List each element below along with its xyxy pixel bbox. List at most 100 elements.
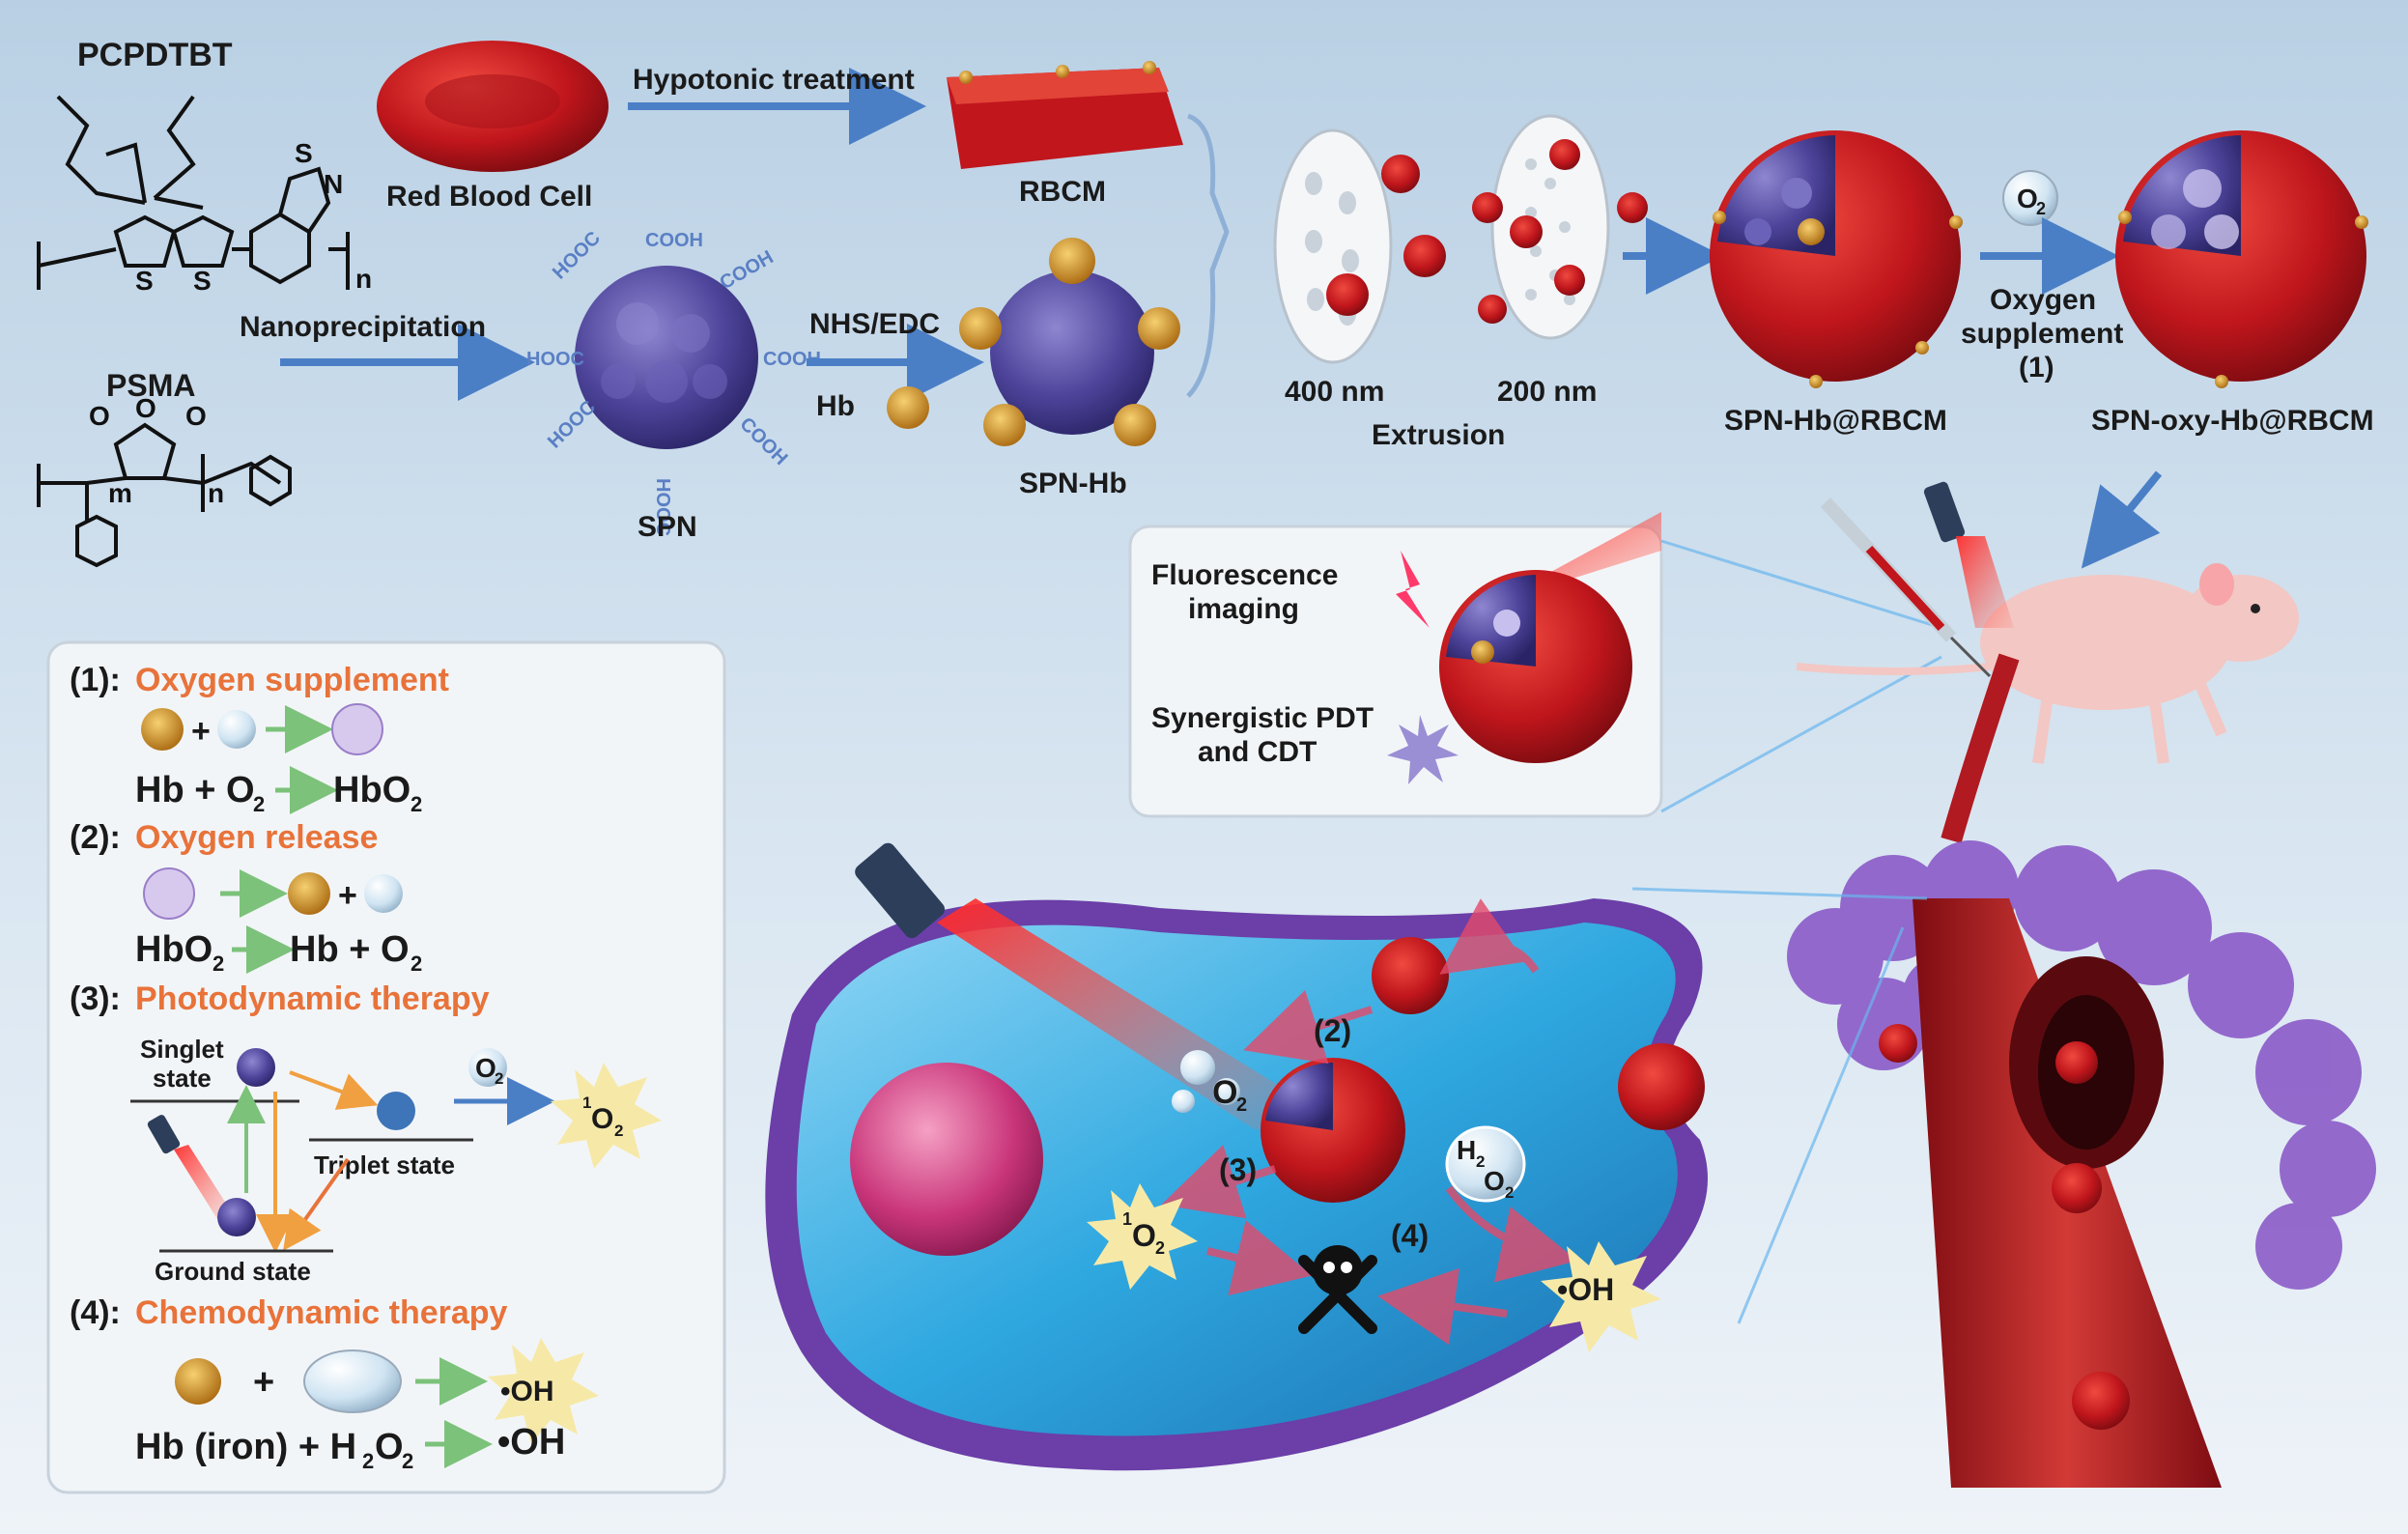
h2o2-sub1: 2: [1476, 1152, 1485, 1171]
psma-structure: PSMA O O O m n: [37, 368, 292, 568]
nanoprecipitation-label: Nanoprecipitation: [240, 311, 486, 343]
cell-particle-1: [1372, 937, 1449, 1014]
spn-hb-particle: SPN-Hb: [959, 238, 1180, 499]
legend-s4-eq-sub: 2: [362, 1449, 374, 1473]
spn-label: SPN: [637, 511, 697, 543]
cell-step-2: (2): [1314, 1013, 1351, 1048]
legend-ground-icon: [217, 1198, 256, 1236]
oxygen-supplement-step: O 2 Oxygen supplement (1): [1961, 170, 2123, 384]
legend-s2-hb-icon: [288, 872, 330, 915]
h2o2-o: O: [1484, 1166, 1505, 1196]
hb-molecule-icon: [887, 386, 929, 429]
legend-s2-prod-sub: 2: [411, 952, 422, 976]
o2-bubble-label: O: [2017, 184, 2038, 213]
legend-hbo2-icon: [331, 703, 383, 755]
legend-s1-title: Oxygen supplement: [135, 662, 449, 698]
legend-s1-plus: +: [191, 713, 211, 750]
cell-step-4: (4): [1391, 1218, 1429, 1253]
legend-s3-title: Photodynamic therapy: [135, 980, 490, 1017]
spn-hb-label: SPN-Hb: [1019, 468, 1127, 499]
legend-s2-prod: Hb + O: [290, 929, 410, 970]
legend-s2-hbo2-icon: [143, 867, 195, 920]
legend-s4-num: (4):: [70, 1294, 121, 1331]
pore-400-label: 400 nm: [1285, 376, 1384, 408]
s-atom-1: S: [135, 266, 154, 296]
cell-particle-2: [1618, 1043, 1705, 1130]
legend-s1-num: (1):: [70, 662, 121, 698]
h2o2-h: H: [1457, 1135, 1476, 1165]
rbcm-membrane: RBCM: [947, 61, 1183, 208]
legend-singlet-icon: [237, 1048, 275, 1087]
syringe-icon: [1820, 497, 1992, 678]
cell-step-3: (3): [1219, 1152, 1257, 1187]
merge-bracket: [1186, 113, 1230, 398]
therapy-star-icon: [1387, 715, 1459, 784]
o-atom-3: O: [185, 401, 207, 431]
cell-oh-text: •OH: [1557, 1272, 1614, 1307]
legend-laser-icon: [147, 1115, 181, 1154]
legend-o2-icon: [217, 710, 256, 749]
legend-s2-o2-icon: [364, 874, 403, 913]
legend-s1-eq-sub: 2: [253, 792, 265, 816]
oxygen-line1: Oxygen: [1990, 284, 2096, 316]
pcpdtbt-n: n: [355, 264, 372, 294]
legend-singlet-star: [551, 1063, 662, 1169]
cell-particle-main: [1261, 1058, 1405, 1203]
oxygen-line2: supplement: [1961, 318, 2123, 350]
legend-s3-o2-bubble: [468, 1048, 507, 1087]
pore-200-label: 200 nm: [1497, 376, 1597, 408]
spn-hb-rbcm-label: SPN-Hb@RBCM: [1724, 405, 1947, 437]
psma-n: n: [208, 478, 224, 508]
o-atom-2: O: [135, 393, 156, 423]
legend-hb-icon: [141, 708, 184, 751]
legend-s3-o2: O: [475, 1053, 496, 1083]
synergistic-line1: Synergistic PDT: [1151, 702, 1374, 734]
cell-singlet-oxygen: 1 O 2: [1087, 1183, 1198, 1290]
cell-1o2-o: O: [1132, 1218, 1156, 1253]
legend-s4-title: Chemodynamic therapy: [135, 1294, 508, 1331]
h2o2-sub2: 2: [1505, 1183, 1514, 1202]
cell-o2-sub: 2: [1236, 1094, 1247, 1116]
spn-hooc-4: HOOC: [652, 478, 673, 536]
legend-s1-prod: HbO: [333, 770, 411, 810]
spn-hooc-2: HOOC: [526, 349, 584, 370]
spn-oxy-hb-rbcm-label: SPN-oxy-Hb@RBCM: [2091, 405, 2374, 437]
legend-panel: (1): Oxygen supplement + Hb + O 2 HbO 2 …: [46, 640, 726, 1494]
mouse-illustration: [1796, 563, 2299, 764]
spn-oxy-hb-rbcm-particle: SPN-oxy-Hb@RBCM: [2091, 130, 2374, 437]
legend-1o2-sup: 1: [582, 1094, 591, 1112]
skull-crossbones-icon: [1298, 1245, 1377, 1334]
psma-label: PSMA: [106, 368, 195, 403]
legend-s4-eq-end: O: [375, 1427, 404, 1467]
cell-o2-text: O: [1212, 1074, 1237, 1111]
synergistic-line2: and CDT: [1198, 736, 1317, 768]
extrusion-label: Extrusion: [1372, 419, 1505, 451]
legend-singlet-line1: Singlet: [140, 1035, 224, 1064]
red-blood-cell: Red Blood Cell: [377, 41, 609, 213]
legend-s4-eq: Hb (iron) + H: [135, 1427, 356, 1467]
legend-s1-eq: Hb + O: [135, 770, 255, 810]
legend-s3-o2-sub: 2: [495, 1069, 503, 1088]
legend-singlet-line2: state: [153, 1064, 212, 1093]
legend-ground-label: Ground state: [155, 1257, 311, 1286]
rbcm-label: RBCM: [1019, 176, 1106, 208]
legend-1o2-sub: 2: [614, 1122, 623, 1140]
legend-s4-hb-icon: [175, 1358, 221, 1405]
legend-s2-eq: HbO: [135, 929, 212, 970]
spn-hb-rbcm-particle: SPN-Hb@RBCM: [1710, 130, 1963, 437]
legend-oh-star-text: •OH: [500, 1376, 554, 1407]
fluorescence-line2: imaging: [1188, 593, 1299, 625]
legend-s2-num: (2):: [70, 819, 121, 856]
n-atom: N: [324, 169, 343, 199]
red-blood-cell-label: Red Blood Cell: [386, 181, 592, 213]
cell-1o2-sup: 1: [1122, 1209, 1132, 1229]
o2-bubbles: O 2: [1172, 1050, 1247, 1116]
injection-arrow: [2081, 470, 2163, 569]
legend-s4-oh: •OH: [497, 1422, 565, 1463]
s-atom-2: S: [193, 266, 212, 296]
tumor-vessel: [1787, 653, 2376, 1488]
spn-cooh-1: COOH: [645, 230, 703, 251]
imaging-inset: Fluorescence imaging Synergistic PDT and…: [1128, 512, 1663, 818]
legend-s2-title: Oxygen release: [135, 819, 378, 856]
